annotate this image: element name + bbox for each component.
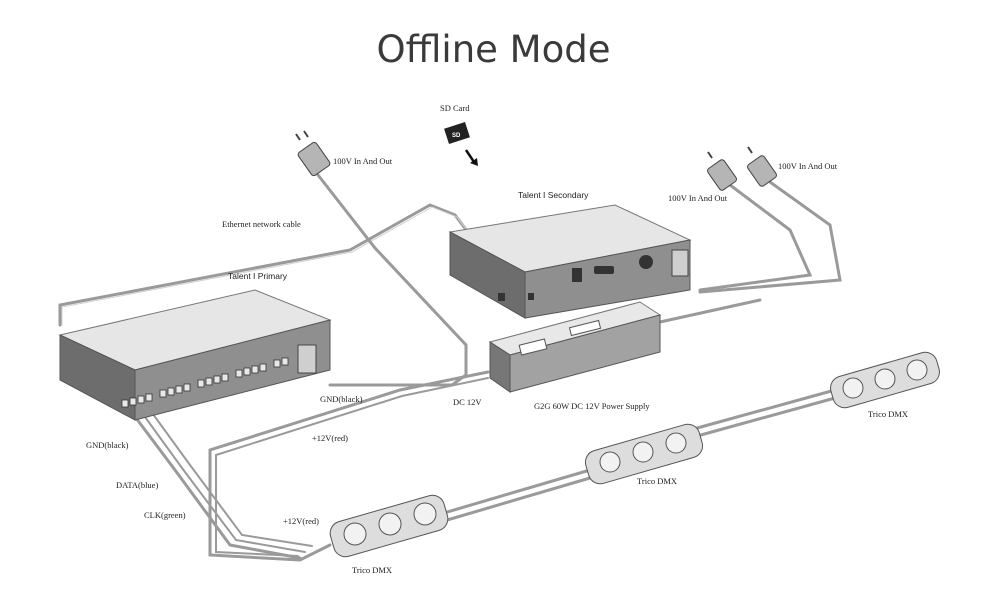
label-sd-card: SD Card [440,103,470,113]
label-plus12-mid: +12V(red) [312,433,348,443]
label-gnd-left: GND(black) [86,440,129,450]
label-trico-mid: Trico DMX [637,476,677,486]
label-ac-right-a: 100V In And Out [668,193,728,203]
page-title: Offline Mode [376,28,611,71]
power-supply [488,301,662,393]
trico-dmx-mid [584,423,704,485]
ac-plug-right-a [707,151,737,191]
ac-cable-right-b [698,180,842,294]
trico-dmx-left [329,494,449,558]
led-ribbon-2 [688,388,837,440]
talent-primary-device [58,289,332,421]
dc-link [658,298,762,324]
sd-card: SD [444,121,478,166]
talent-secondary-device [448,204,692,319]
ac-plug-right-b [747,146,777,187]
cables [58,173,842,562]
label-ethernet: Ethernet network cable [222,219,301,229]
label-trico-left: Trico DMX [352,565,392,575]
label-clk-green: CLK(green) [144,510,186,520]
label-power-supply: G2G 60W DC 12V Power Supply [534,401,650,411]
label-ac-left: 100V In And Out [333,156,393,166]
arrow-down-icon [464,149,476,163]
trico-dmx-right [830,351,940,409]
label-secondary: Talent I Secondary [518,190,589,200]
svg-text:SD: SD [452,133,461,139]
ac-cable-left [316,173,468,387]
control-cable [128,408,302,560]
label-ac-right-b: 100V In And Out [778,161,838,171]
ac-cable-right-a [698,183,813,292]
dc12v-cable [208,370,490,562]
label-plus12-low: +12V(red) [283,516,319,526]
label-trico-right: Trico DMX [868,409,908,419]
label-data-blue: DATA(blue) [116,480,158,490]
ac-plug-left [295,130,331,177]
label-primary: Talent I Primary [228,271,288,281]
label-dc12v: DC 12V [453,397,482,407]
label-gnd-mid: GND(black) [320,394,363,404]
